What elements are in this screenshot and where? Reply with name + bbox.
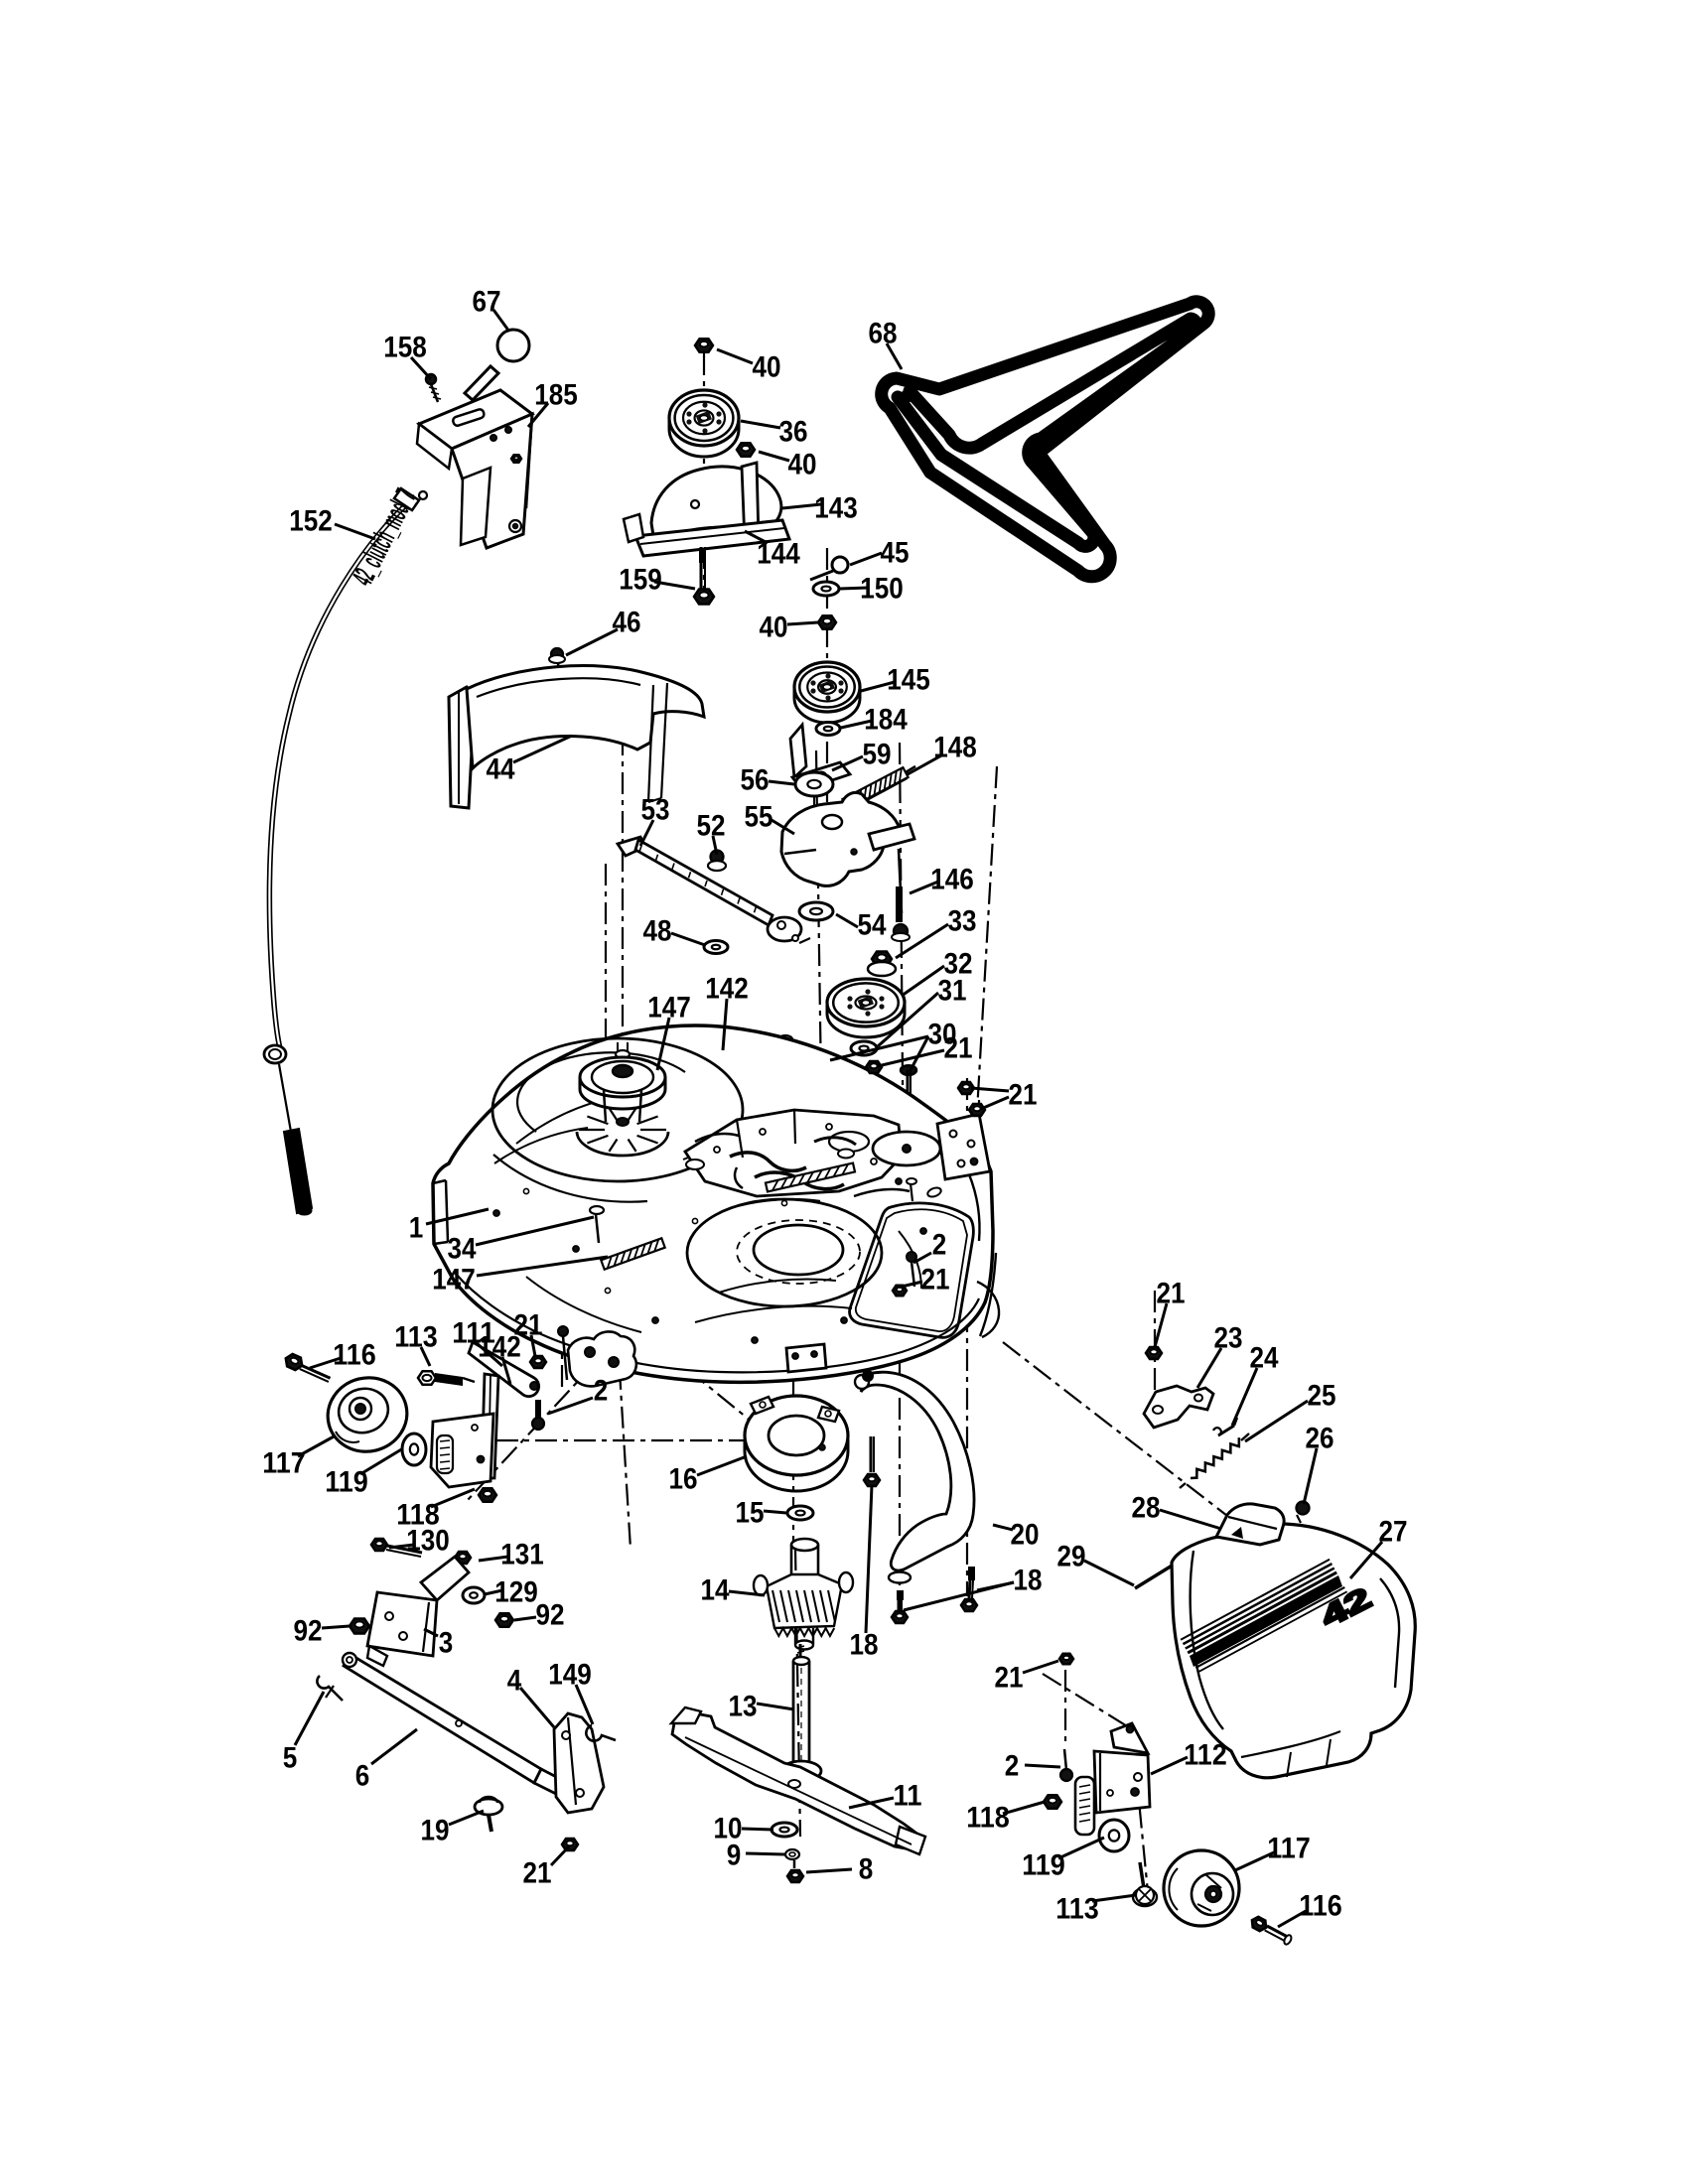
svg-text:19: 19	[421, 1815, 450, 1847]
svg-text:45: 45	[881, 537, 910, 570]
svg-text:3: 3	[439, 1627, 454, 1660]
svg-text:31: 31	[938, 975, 967, 1008]
svg-text:145: 145	[887, 664, 930, 697]
svg-text:118: 118	[396, 1499, 440, 1532]
svg-text:52: 52	[697, 810, 726, 843]
svg-text:21: 21	[1157, 1278, 1186, 1310]
svg-text:113: 113	[394, 1321, 438, 1354]
svg-text:55: 55	[745, 801, 773, 834]
svg-text:44: 44	[487, 753, 515, 786]
svg-text:21: 21	[1009, 1079, 1038, 1112]
svg-text:142: 142	[478, 1331, 521, 1364]
svg-text:40: 40	[753, 351, 781, 384]
svg-text:20: 20	[1011, 1519, 1040, 1552]
svg-text:144: 144	[757, 538, 800, 571]
svg-text:54: 54	[858, 909, 887, 942]
svg-text:32: 32	[944, 948, 973, 981]
svg-text:18: 18	[850, 1629, 879, 1662]
svg-text:30: 30	[928, 1019, 957, 1051]
svg-text:53: 53	[641, 794, 670, 827]
svg-text:33: 33	[948, 905, 977, 938]
svg-text:10: 10	[714, 1813, 743, 1845]
svg-text:21: 21	[514, 1309, 543, 1342]
svg-text:21: 21	[944, 1032, 973, 1065]
svg-text:116: 116	[1299, 1890, 1342, 1923]
svg-text:118: 118	[966, 1802, 1010, 1835]
svg-text:15: 15	[736, 1497, 765, 1530]
svg-text:36: 36	[779, 416, 808, 449]
svg-text:185: 185	[534, 379, 578, 412]
svg-text:56: 56	[741, 764, 770, 797]
svg-text:119: 119	[325, 1466, 368, 1499]
svg-text:8: 8	[859, 1853, 874, 1886]
svg-text:117: 117	[1267, 1833, 1311, 1865]
svg-text:158: 158	[383, 332, 427, 364]
svg-text:26: 26	[1306, 1423, 1334, 1455]
svg-text:4: 4	[507, 1665, 522, 1698]
svg-text:14: 14	[701, 1574, 730, 1607]
svg-text:147: 147	[432, 1264, 476, 1297]
svg-text:1: 1	[409, 1212, 424, 1245]
svg-text:112: 112	[1184, 1739, 1227, 1772]
svg-text:116: 116	[333, 1339, 376, 1372]
svg-text:113: 113	[1055, 1893, 1099, 1926]
svg-text:131: 131	[500, 1539, 544, 1571]
svg-text:21: 21	[523, 1857, 552, 1890]
svg-text:111: 111	[452, 1317, 495, 1350]
svg-text:21: 21	[921, 1264, 950, 1297]
svg-text:34: 34	[448, 1233, 477, 1266]
svg-text:2: 2	[1005, 1750, 1020, 1783]
svg-text:23: 23	[1214, 1322, 1243, 1355]
svg-text:9: 9	[727, 1840, 742, 1872]
svg-text:27: 27	[1379, 1516, 1408, 1549]
svg-text:46: 46	[613, 607, 641, 639]
svg-text:29: 29	[1057, 1541, 1086, 1573]
svg-text:18: 18	[1014, 1565, 1043, 1597]
svg-text:130: 130	[406, 1525, 450, 1558]
svg-text:152: 152	[289, 505, 333, 538]
svg-text:146: 146	[930, 864, 974, 896]
svg-text:68: 68	[869, 318, 898, 350]
svg-text:11: 11	[894, 1780, 922, 1813]
svg-text:24: 24	[1250, 1342, 1279, 1375]
svg-text:21: 21	[995, 1662, 1024, 1695]
svg-text:28: 28	[1132, 1492, 1161, 1525]
svg-text:92: 92	[294, 1615, 323, 1648]
svg-text:117: 117	[262, 1447, 306, 1480]
svg-text:59: 59	[863, 739, 892, 771]
svg-text:119: 119	[1022, 1849, 1065, 1882]
svg-text:25: 25	[1308, 1380, 1336, 1413]
svg-text:2: 2	[594, 1375, 609, 1408]
svg-text:13: 13	[729, 1691, 758, 1723]
svg-text:16: 16	[669, 1463, 698, 1496]
svg-text:129: 129	[494, 1576, 538, 1609]
svg-text:5: 5	[283, 1742, 298, 1775]
svg-text:149: 149	[548, 1659, 592, 1692]
svg-text:92: 92	[536, 1599, 565, 1632]
svg-text:159: 159	[619, 564, 662, 597]
svg-text:40: 40	[788, 449, 817, 481]
svg-text:40: 40	[760, 612, 788, 644]
svg-text:2: 2	[932, 1229, 947, 1262]
svg-text:6: 6	[355, 1760, 370, 1793]
svg-text:48: 48	[643, 915, 672, 948]
svg-text:143: 143	[814, 492, 858, 525]
svg-text:148: 148	[933, 732, 977, 764]
